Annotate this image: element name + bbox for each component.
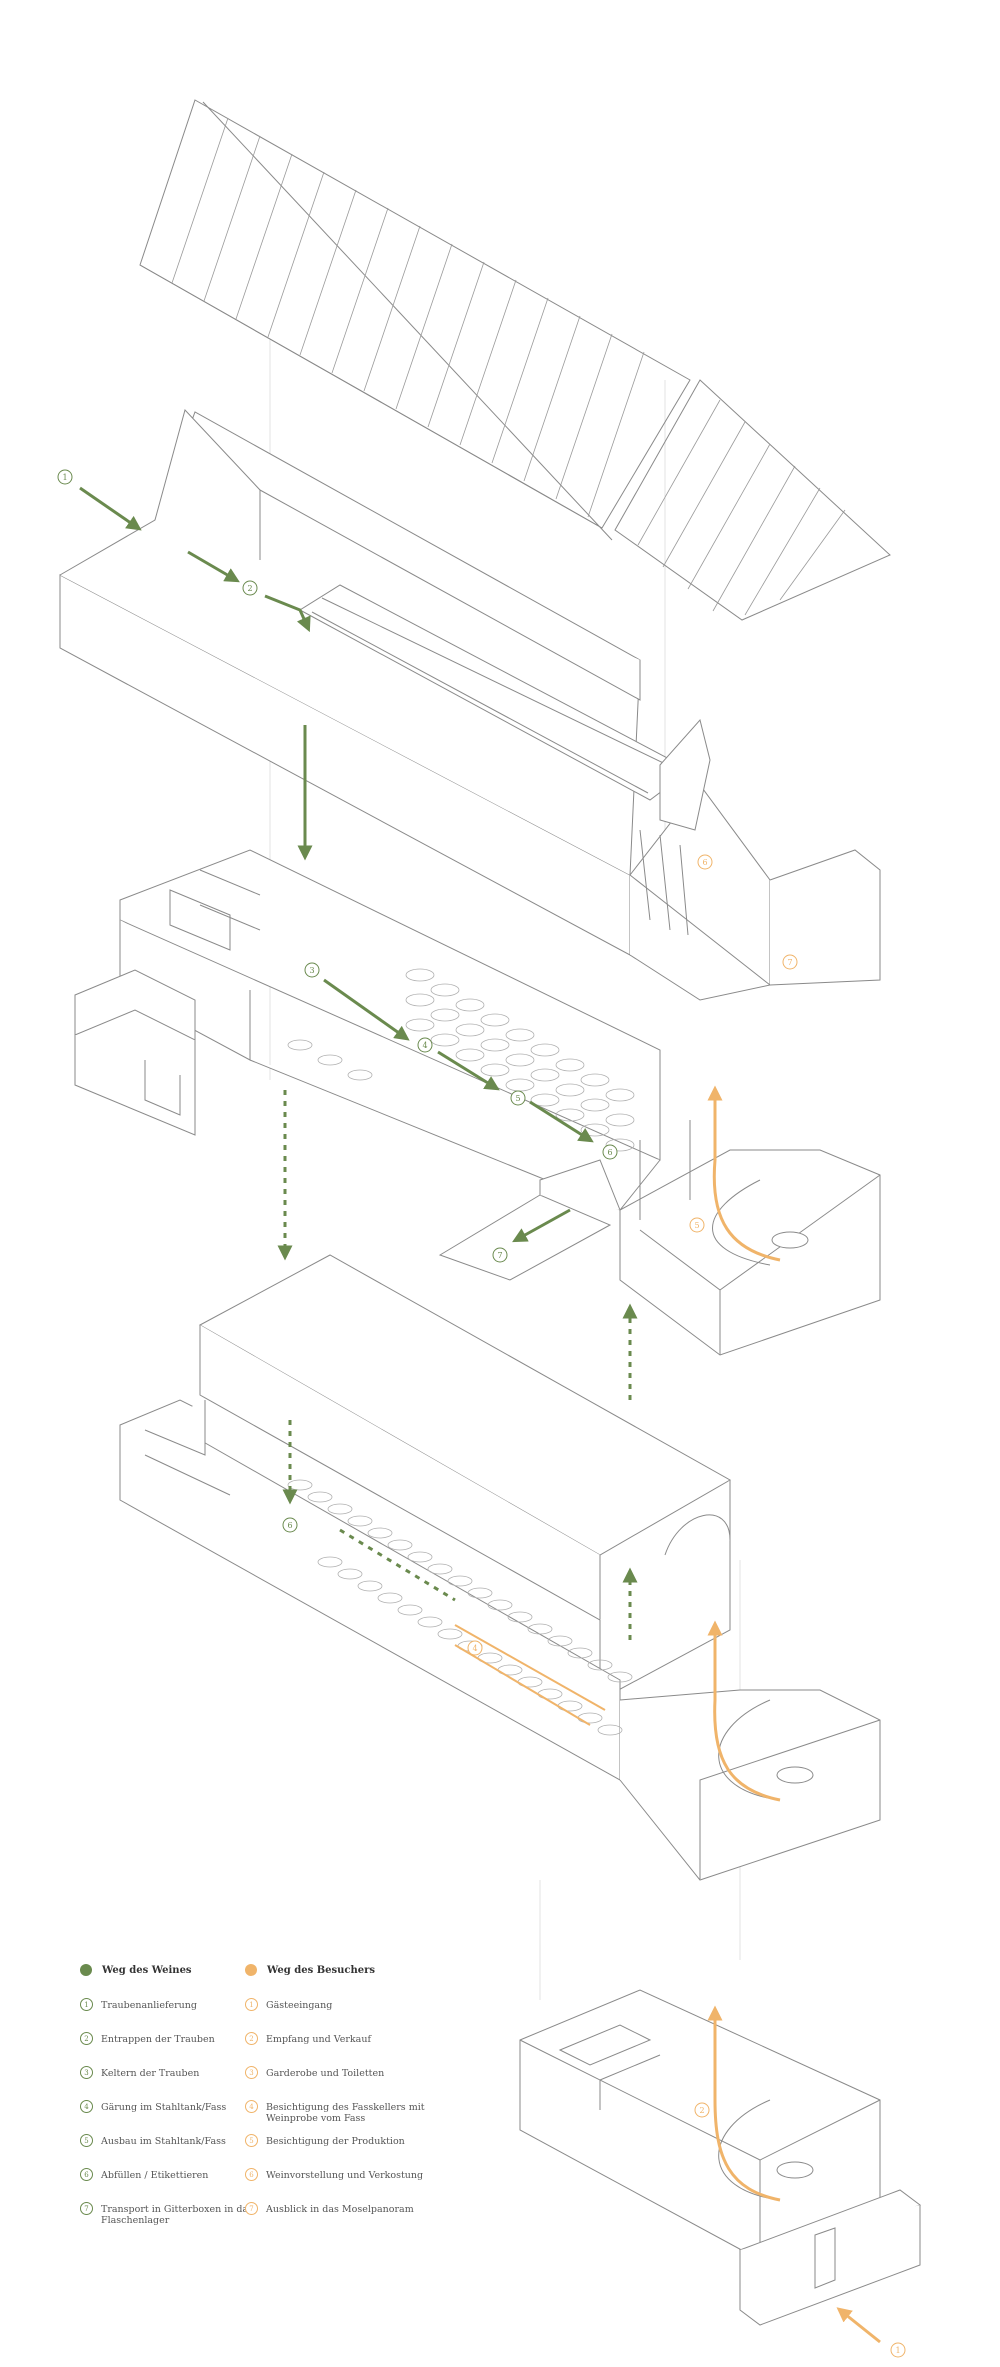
legend-visitor-header: Weg des Besuchers [245,1960,435,1980]
legend-item: 5 Ausbau im Stahltank/Fass [80,2134,270,2170]
legend-item: 3 Keltern der Trauben [80,2066,270,2102]
visitor-marker-5: 5 [689,1217,705,1233]
legend-item: 4 Gärung im Stahltank/Fass [80,2100,270,2136]
legend-text: Weinvorstellung und Verkostung [266,2170,424,2181]
legend-wine-header: Weg des Weines [80,1960,270,1980]
legend-number: 2 [80,2032,93,2045]
legend-number: 4 [80,2100,93,2113]
visitor-marker-6: 6 [697,854,713,870]
wine-marker-2: 2 [242,580,258,596]
wine-path [79,486,638,1640]
wine-marker-3: 3 [304,962,320,978]
legend-text: Besichtigung der Produktion [266,2136,405,2147]
legend-number: 1 [80,1998,93,2011]
legend-text: Empfang und Verkauf [266,2034,371,2045]
legend-visitor-title: Weg des Besuchers [267,1964,376,1976]
visitor-marker-1: 1 [890,2342,906,2358]
legend-text: Ausblick in das Moselpanoram [266,2204,414,2215]
svg-text:1: 1 [895,2346,900,2355]
legend-number: 2 [245,2032,258,2045]
legend-number: 3 [245,2066,258,2079]
legend-text: Garderobe und Toiletten [266,2068,385,2079]
wine-marker-6: 6 [602,1144,618,1160]
svg-text:4: 4 [472,1644,477,1653]
svg-text:7: 7 [787,958,792,967]
wine-markers: 1 2 3 4 5 6 7 6 [57,469,618,1533]
legend-text: Gärung im Stahltank/Fass [101,2102,227,2113]
svg-text:5: 5 [694,1221,699,1230]
svg-text:7: 7 [497,1251,502,1260]
svg-text:2: 2 [247,584,252,593]
legend-visitor-column: Weg des Besuchers 1 Gästeeingang 2 Empfang… [245,1960,435,2238]
visitor-marker-2: 2 [694,2102,710,2118]
production-floor-layer [74,849,881,1356]
legend-text: Gästeeingang [266,2000,333,2011]
visitor-path [454,1085,881,2344]
ground-floor-layer [59,409,881,1001]
svg-text:1: 1 [62,473,67,482]
legend: Weg des Weines 1 Traubenanlieferung 2 Entr… [80,1960,500,2280]
wine-marker-4: 4 [417,1037,433,1053]
legend-number: 4 [245,2100,258,2113]
wine-marker-5: 5 [510,1090,526,1106]
legend-item: 1 Gästeeingang [245,1998,435,2034]
legend-item: 3 Garderobe und Toiletten [245,2066,435,2102]
barrel-cellar-layer [119,1254,881,1881]
legend-item: 5 Besichtigung der Produktion [245,2134,435,2170]
legend-item: 6 Weinvorstellung und Verkostung [245,2168,435,2204]
legend-number: 6 [80,2168,93,2181]
legend-item: 2 Empfang und Verkauf [245,2032,435,2068]
legend-number: 1 [245,1998,258,2011]
wine-marker-7: 7 [492,1247,508,1263]
svg-text:6: 6 [607,1148,612,1157]
legend-wine-title: Weg des Weines [102,1964,192,1976]
wine-marker-6-cellar: 6 [282,1517,298,1533]
entrance-module-layer [519,1989,922,2326]
legend-text: Abfüllen / Etikettieren [101,2170,209,2181]
visitor-markers: 6 7 5 4 2 1 [467,854,906,2358]
legend-text: Transport in Gitterboxen in das Flaschen… [101,2204,254,2226]
svg-text:6: 6 [702,858,707,867]
legend-number: 7 [245,2202,258,2215]
svg-text:2: 2 [699,2106,704,2115]
legend-item: 7 Ausblick in das Moselpanoram [245,2202,435,2238]
legend-number: 7 [80,2202,93,2215]
wine-marker-1: 1 [57,469,73,485]
legend-text: Entrappen der Trauben [101,2034,215,2045]
svg-text:3: 3 [309,966,314,975]
legend-item: 4 Besichtigung des Fasskellers mit Weinpr… [245,2100,435,2136]
wine-dot-icon [80,1964,92,1976]
legend-text: Keltern der Trauben [101,2068,200,2079]
legend-text: Besichtigung des Fasskellers mit Weinpro… [266,2102,425,2124]
visitor-marker-7: 7 [782,954,798,970]
visitor-marker-4: 4 [467,1640,483,1656]
visitor-dot-icon [245,1964,257,1976]
svg-text:4: 4 [422,1041,427,1050]
legend-text: Traubenanlieferung [101,2000,197,2011]
legend-number: 3 [80,2066,93,2079]
legend-wine-column: Weg des Weines 1 Traubenanlieferung 2 Entr… [80,1960,270,2238]
legend-number: 5 [80,2134,93,2147]
legend-item: 6 Abfüllen / Etikettieren [80,2168,270,2204]
legend-number: 5 [245,2134,258,2147]
legend-number: 6 [245,2168,258,2181]
svg-text:5: 5 [515,1094,520,1103]
roof-layer [139,99,891,621]
legend-item: 1 Traubenanlieferung [80,1998,270,2034]
legend-item: 2 Entrappen der Trauben [80,2032,270,2068]
svg-text:6: 6 [287,1521,292,1530]
legend-text: Ausbau im Stahltank/Fass [101,2136,226,2147]
